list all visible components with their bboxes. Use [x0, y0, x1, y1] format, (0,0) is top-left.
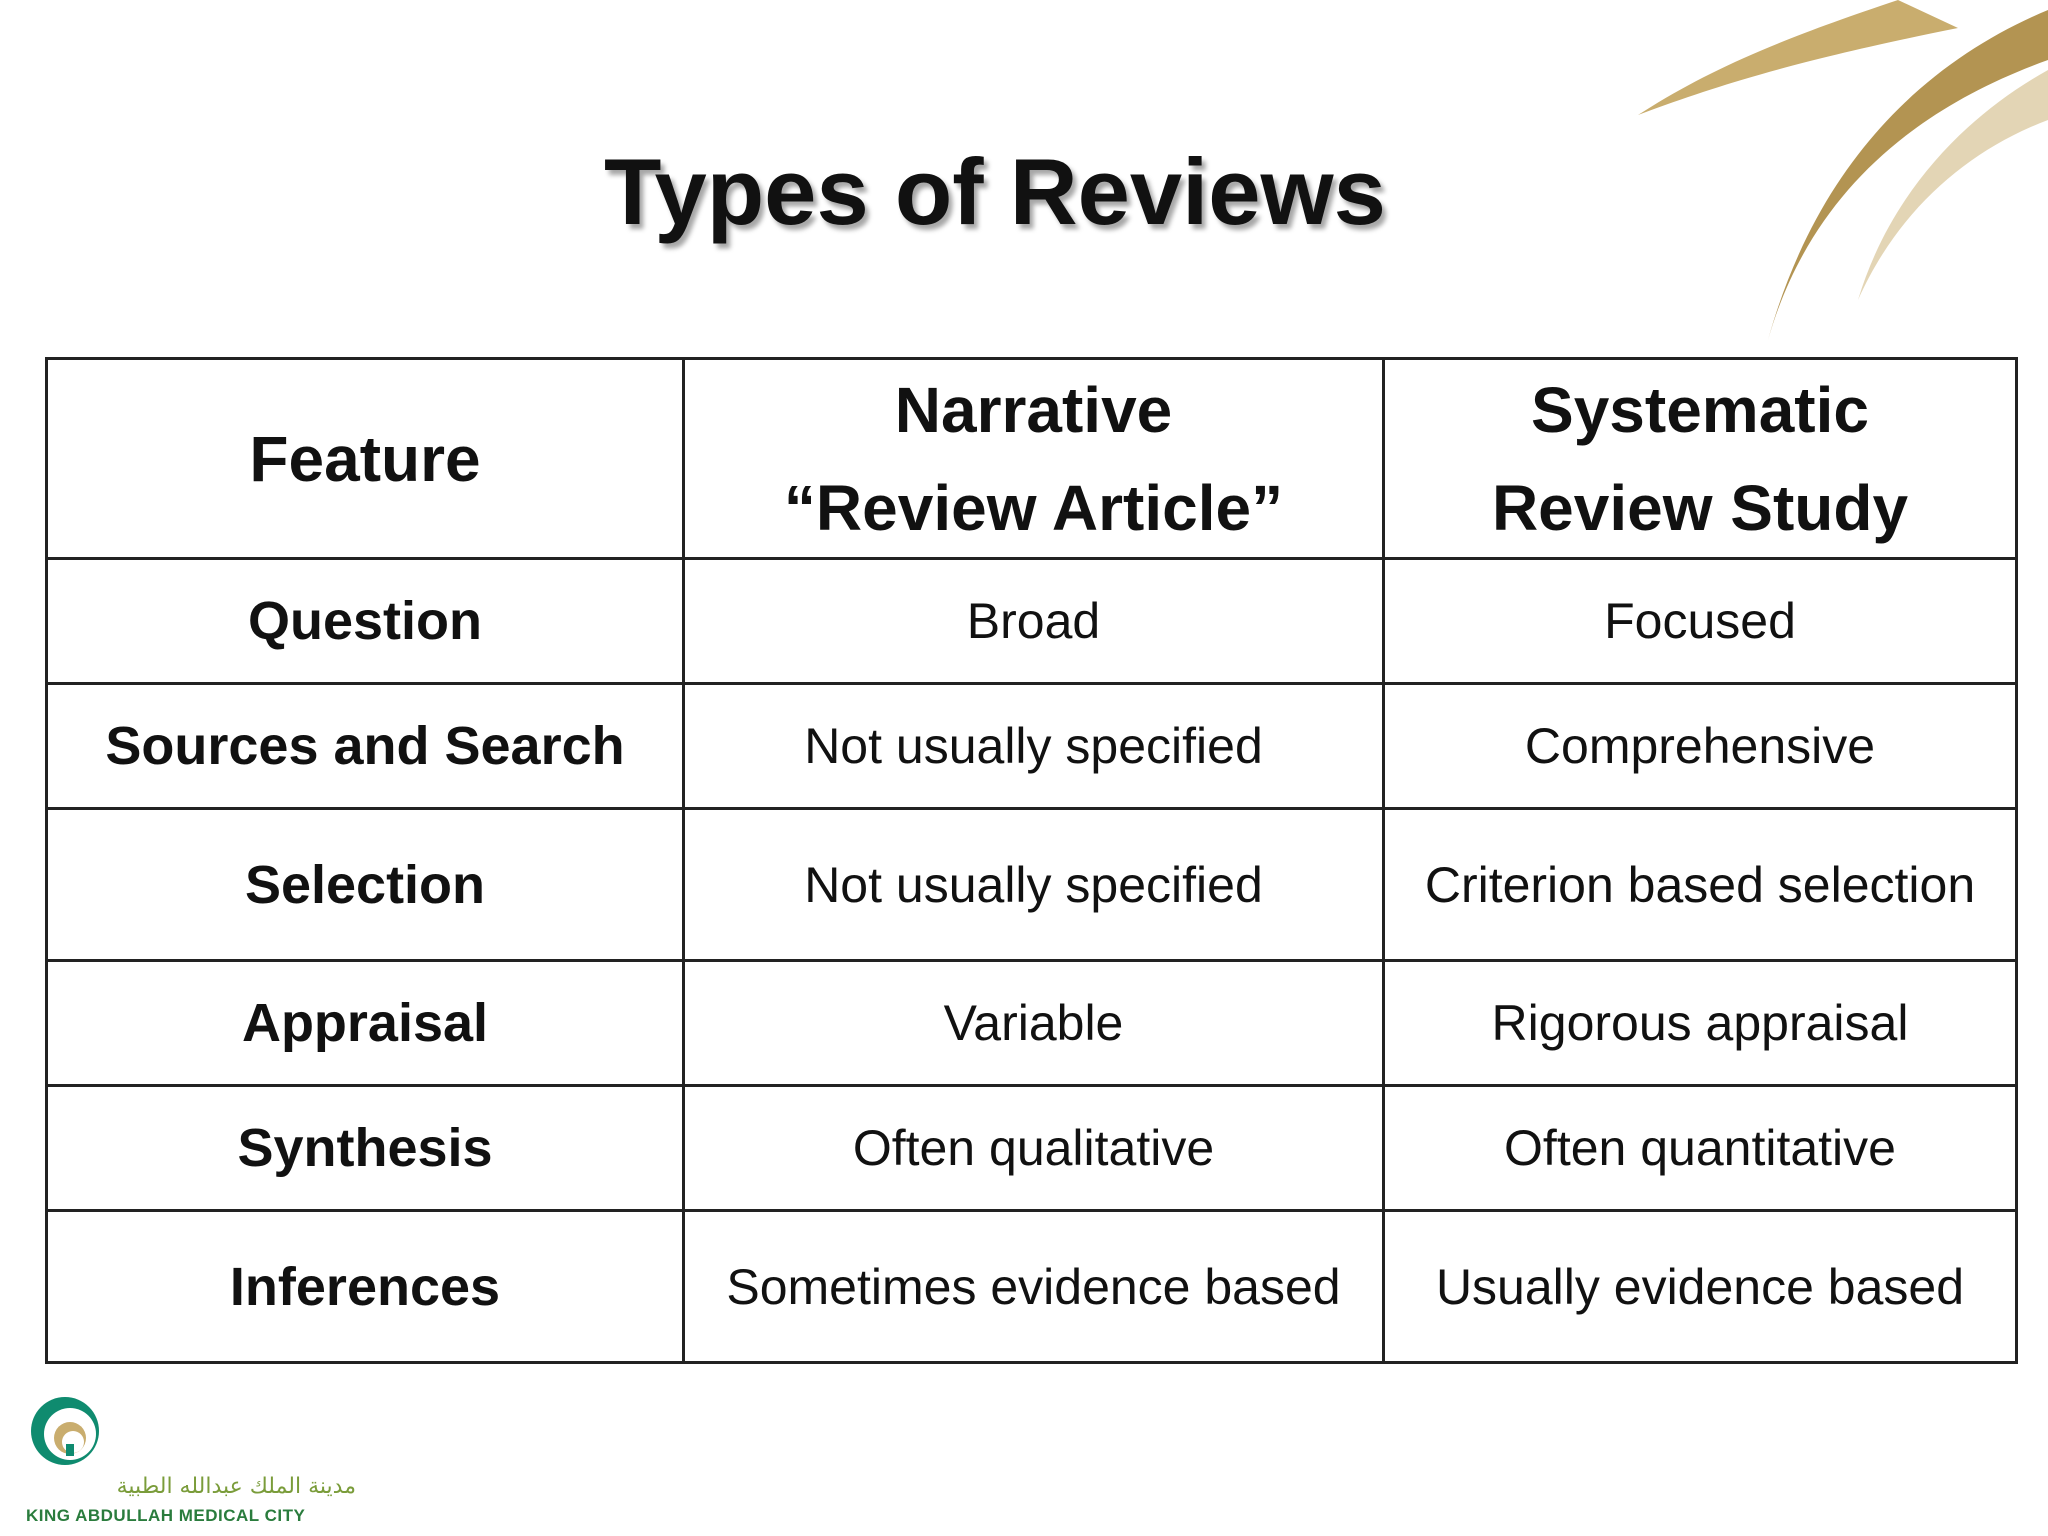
table-row: Question Broad Focused — [45, 557, 2018, 685]
narrative-cell: Variable — [682, 959, 1385, 1087]
header-narrative: Narrative “Review Article” — [682, 357, 1385, 560]
table-header-row: Feature Narrative “Review Article” Syste… — [45, 357, 2018, 560]
feature-cell: Inferences — [45, 1209, 685, 1364]
feature-cell: Selection — [45, 807, 685, 962]
table-row: Inferences Sometimes evidence based Usua… — [45, 1209, 2018, 1364]
header-narrative-line2: “Review Article” — [783, 471, 1284, 544]
header-systematic: Systematic Review Study — [1382, 357, 2018, 560]
systematic-cell: Often quantitative — [1382, 1084, 2018, 1212]
narrative-cell: Not usually specified — [682, 682, 1385, 810]
slide-title: Types of Reviews — [604, 139, 1386, 244]
header-feature: Feature — [45, 357, 685, 560]
review-comparison-table: Feature Narrative “Review Article” Syste… — [45, 357, 2018, 1364]
systematic-cell: Usually evidence based — [1382, 1209, 2018, 1364]
systematic-cell: Criterion based selection — [1382, 807, 2018, 962]
header-systematic-line2: Review Study — [1491, 471, 1909, 544]
feature-cell: Appraisal — [45, 959, 685, 1087]
systematic-cell: Focused — [1382, 557, 2018, 685]
feature-cell: Synthesis — [45, 1084, 685, 1212]
narrative-cell: Broad — [682, 557, 1385, 685]
narrative-cell: Often qualitative — [682, 1084, 1385, 1212]
systematic-cell: Rigorous appraisal — [1382, 959, 2018, 1087]
narrative-cell: Sometimes evidence based — [682, 1209, 1385, 1364]
decorative-gold-swoosh — [1638, 0, 2048, 340]
table-row: Appraisal Variable Rigorous appraisal — [45, 959, 2018, 1087]
table-row: Sources and Search Not usually specified… — [45, 682, 2018, 810]
feature-cell: Sources and Search — [45, 682, 685, 810]
table-row: Selection Not usually specified Criterio… — [45, 807, 2018, 962]
narrative-cell: Not usually specified — [682, 807, 1385, 962]
logo-arabic-text: مدينة الملك عبدالله الطبية — [116, 1474, 356, 1499]
table-row: Synthesis Often qualitative Often quanti… — [45, 1084, 2018, 1212]
logo-crescent-icon — [31, 1397, 99, 1465]
feature-cell: Question — [45, 557, 685, 685]
header-narrative-line1: Narrative — [894, 373, 1173, 446]
king-abdullah-medical-city-logo: مدينة الملك عبدالله الطبية KING ABDULLAH… — [26, 1390, 366, 1530]
systematic-cell: Comprehensive — [1382, 682, 2018, 810]
header-systematic-line1: Systematic — [1531, 373, 1869, 446]
logo-english-text: KING ABDULLAH MEDICAL CITY — [26, 1506, 306, 1525]
